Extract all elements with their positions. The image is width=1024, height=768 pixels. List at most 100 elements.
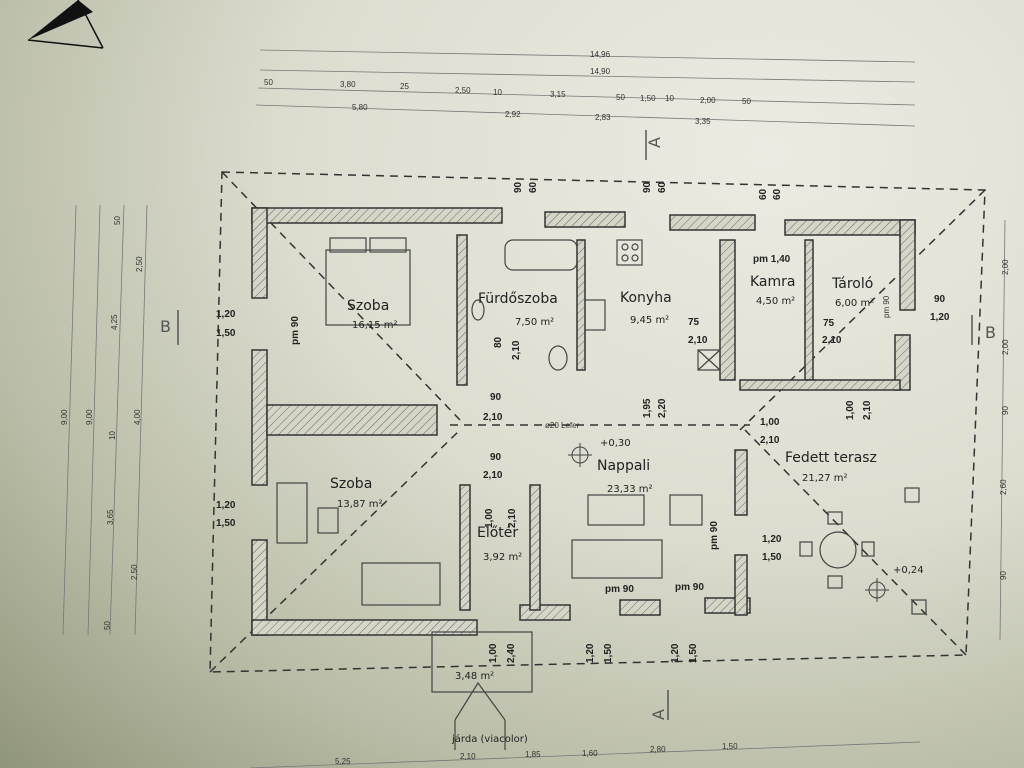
dim-bottom: 2,10 <box>460 752 476 761</box>
dim-left: 9,00 <box>60 409 69 425</box>
svg-text:+0,24: +0,24 <box>893 565 924 576</box>
svg-text:pm 90: pm 90 <box>675 582 704 593</box>
svg-text:1,00: 1,00 <box>845 400 856 420</box>
svg-text:60: 60 <box>772 188 783 200</box>
svg-text:1,50: 1,50 <box>688 643 699 663</box>
dim-left: 9,00 <box>85 409 94 425</box>
room-area: 7,50 m² <box>515 317 554 328</box>
svg-text:1,20: 1,20 <box>216 500 236 511</box>
furniture <box>276 237 927 615</box>
dim-bottom: 1,60 <box>582 749 598 758</box>
dim-left: 50 <box>103 621 112 630</box>
room-name: Szoba <box>330 476 372 492</box>
svg-text:1,20: 1,20 <box>585 643 596 663</box>
opening-labels: 90 60 90 60 60 60 1,20 1,50 1,20 1,50 pm… <box>216 181 950 663</box>
sidewalk-label: járda (viacolor) <box>451 733 528 745</box>
svg-text:80: 80 <box>493 336 504 348</box>
svg-text:ø20 Lefer: ø20 Lefer <box>545 421 580 430</box>
level-marker-icon <box>568 443 889 602</box>
svg-text:60: 60 <box>758 188 769 200</box>
porch <box>431 631 533 693</box>
svg-text:pm 90: pm 90 <box>882 295 891 318</box>
dim-top: 5,80 <box>352 103 368 112</box>
dim-top: 25 <box>400 82 409 91</box>
sidewalk-arrow <box>454 681 506 721</box>
svg-text:B: B <box>160 317 171 336</box>
dim-left: 4,00 <box>133 409 142 425</box>
dim-top: 2,92 <box>505 110 521 119</box>
stove <box>616 239 643 266</box>
svg-text:2,10: 2,10 <box>483 412 503 423</box>
dim-bottom: 1,85 <box>525 750 541 759</box>
room-area: 9,45 m² <box>630 315 669 326</box>
sink-kitchen <box>584 299 606 331</box>
dim-bottom: 1,50 <box>722 742 738 751</box>
porch-area: 3,48 m² <box>455 671 494 682</box>
room-name: Szoba <box>347 298 389 314</box>
terrace-column <box>904 487 920 503</box>
roof-ridge <box>744 429 967 656</box>
bathtub <box>504 239 578 271</box>
svg-text:2,10: 2,10 <box>862 400 873 420</box>
chair <box>317 507 339 534</box>
dim-right: 90 <box>999 571 1008 580</box>
walls <box>251 207 916 636</box>
right-dimension-lines: 2,00 2,00 90 2,60 90 <box>999 219 1010 641</box>
dim-top: 3,35 <box>695 117 711 126</box>
dim-right: 2,60 <box>999 479 1008 495</box>
svg-text:1,50: 1,50 <box>762 552 782 563</box>
svg-text:1,00: 1,00 <box>484 508 495 528</box>
svg-text:pm 90: pm 90 <box>290 316 301 345</box>
svg-text:1,00: 1,00 <box>488 643 499 663</box>
dim-left: 4,25 <box>110 314 119 330</box>
dim-bottom: 2,80 <box>650 745 666 754</box>
room-name: Nappali <box>597 458 650 474</box>
room-name: Előtér <box>477 525 518 541</box>
sofa <box>571 539 663 579</box>
svg-text:2,10: 2,10 <box>760 435 780 446</box>
coffee-table <box>587 494 645 526</box>
svg-text:A: A <box>645 137 664 148</box>
dim-top: 2,00 <box>700 96 716 105</box>
sink <box>471 299 485 321</box>
svg-text:1,20: 1,20 <box>216 309 236 320</box>
dim-left: 2,50 <box>135 256 144 272</box>
terrace-table <box>819 531 857 569</box>
dim-top: 3,80 <box>340 80 356 89</box>
dim-top: 1,50 <box>640 94 656 103</box>
room-name: Konyha <box>620 290 672 306</box>
svg-text:2,10: 2,10 <box>688 335 708 346</box>
room-area: 4,50 m² <box>756 296 795 307</box>
dim-overall-1: 14,96 <box>590 50 611 59</box>
room-area: 23,33 m² <box>607 484 653 495</box>
svg-text:60: 60 <box>528 181 539 193</box>
svg-text:90: 90 <box>934 294 946 305</box>
svg-text:60: 60 <box>657 181 668 193</box>
room-area: 21,27 m² <box>802 473 848 484</box>
dim-bottom: 5,25 <box>335 757 351 766</box>
dim-right: 2,00 <box>1001 259 1010 275</box>
svg-text:2,10: 2,10 <box>511 340 522 360</box>
svg-text:2,10: 2,10 <box>822 335 842 346</box>
svg-text:1,20: 1,20 <box>670 643 681 663</box>
room-area: 3,92 m² <box>483 552 522 563</box>
svg-text:1,95: 1,95 <box>642 398 653 418</box>
svg-text:2,40: 2,40 <box>506 643 517 663</box>
desk <box>276 482 308 544</box>
dim-left: 10 <box>108 431 117 440</box>
room-area: 16,15 m² <box>352 320 398 331</box>
dim-overall-2: 14,90 <box>590 67 611 76</box>
terrace-column <box>911 599 927 615</box>
dim-top: 2,83 <box>595 113 611 122</box>
dim-left: 3,65 <box>106 509 115 525</box>
room-name: Fedett terasz <box>785 450 877 466</box>
svg-text:2,20: 2,20 <box>657 398 668 418</box>
svg-text:1,00: 1,00 <box>760 417 780 428</box>
room-name: Fürdőszoba <box>478 291 558 307</box>
svg-text:1,20: 1,20 <box>762 534 782 545</box>
svg-text:75: 75 <box>688 317 700 328</box>
svg-text:B: B <box>985 323 996 342</box>
room-area: 13,87 m² <box>337 499 383 510</box>
chimney <box>697 349 721 371</box>
